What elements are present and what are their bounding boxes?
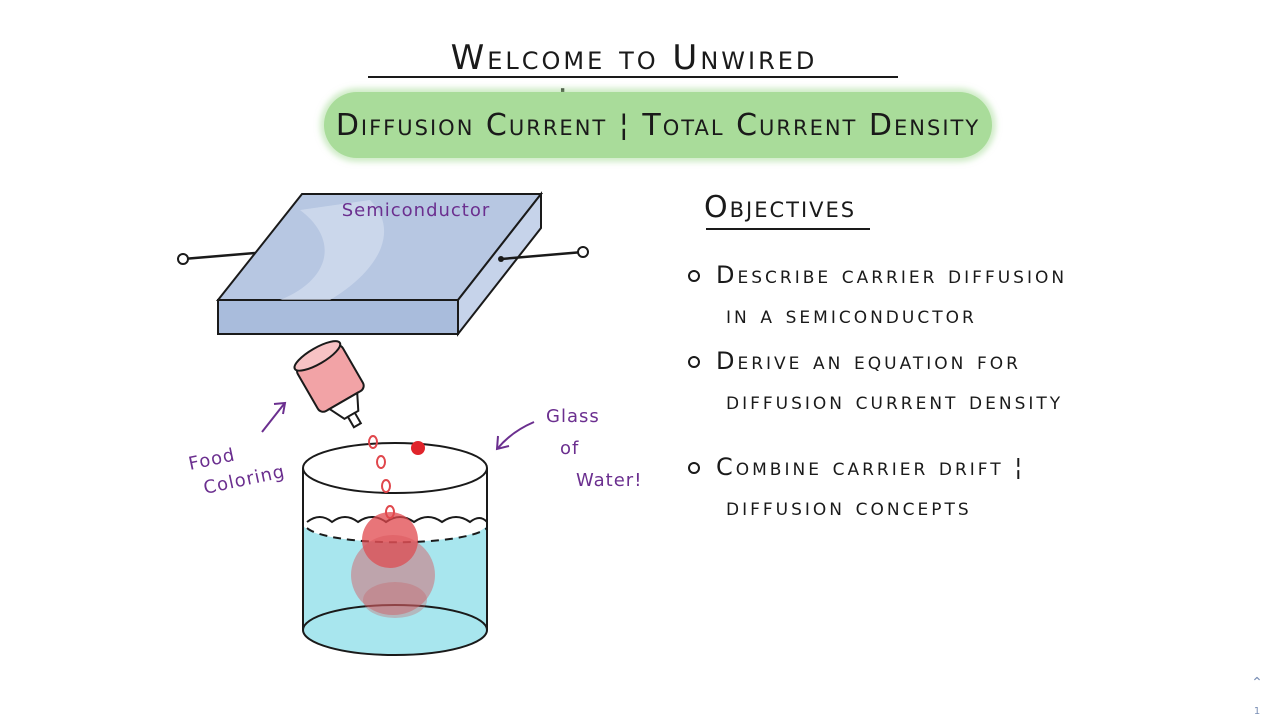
slab-side-face	[457, 191, 542, 337]
glass-rim	[302, 442, 488, 494]
droplet	[376, 455, 386, 469]
droplet	[368, 435, 378, 449]
bottle-neck	[327, 391, 360, 420]
food-arrow-shaft	[261, 403, 285, 433]
subtitle: Diffusion Current ¦ Total Current Densit…	[335, 108, 981, 143]
semiconductor-slab: Semiconductor	[177, 191, 589, 337]
bullet-icon	[688, 462, 700, 474]
right-wire	[500, 250, 584, 261]
glass-arrow-head	[495, 435, 510, 451]
glass-label-line1: Glass	[546, 406, 600, 427]
left-wire	[182, 251, 256, 261]
slab-highlight	[280, 200, 385, 300]
chevron-up-icon[interactable]: ⌃	[1251, 675, 1263, 691]
dye-spread	[363, 582, 427, 618]
page-number: 1	[1253, 706, 1261, 717]
right-terminal	[577, 246, 589, 258]
food-label-line1: Food	[187, 445, 238, 475]
objectives-heading: Objectives	[704, 190, 857, 225]
water-surface-back	[306, 527, 488, 544]
glass-label-line2: of	[560, 438, 579, 459]
left-terminal	[177, 253, 189, 265]
bottle-top	[293, 340, 342, 372]
bullet-icon	[688, 356, 700, 368]
objective-line: Combine carrier drift ¦	[716, 453, 1026, 481]
glass-of-water	[302, 442, 488, 656]
objectives-underline	[706, 228, 870, 230]
glass-label-line3: Water!	[576, 470, 642, 491]
subtitle-highlight	[324, 92, 992, 158]
food-arrow-head	[273, 401, 287, 415]
semiconductor-label: Semiconductor	[342, 200, 491, 221]
title-underline	[368, 76, 898, 78]
diffusion-illustration: Semiconductor Food Coloring Glass of Wat…	[177, 191, 642, 656]
dye-droplets	[368, 435, 425, 519]
pointer-dot	[411, 441, 425, 455]
droplet	[381, 479, 391, 493]
right-contact	[498, 256, 504, 262]
objective-line: Derive an equation for	[716, 347, 1021, 375]
objective-line: diffusion concepts	[726, 493, 972, 521]
glass-arrow-shaft	[497, 421, 535, 449]
objective-line: Describe carrier diffusion	[716, 261, 1068, 289]
dye-core	[362, 512, 418, 568]
slab-front-face	[217, 299, 459, 335]
dye-cloud	[351, 535, 435, 615]
droplet	[385, 505, 395, 519]
food-coloring-bottle	[293, 340, 365, 429]
bottle-tip	[346, 411, 363, 429]
objective-line: in a semiconductor	[726, 301, 977, 329]
bullet-icon	[688, 270, 700, 282]
objective-line: diffusion current density	[726, 387, 1064, 415]
